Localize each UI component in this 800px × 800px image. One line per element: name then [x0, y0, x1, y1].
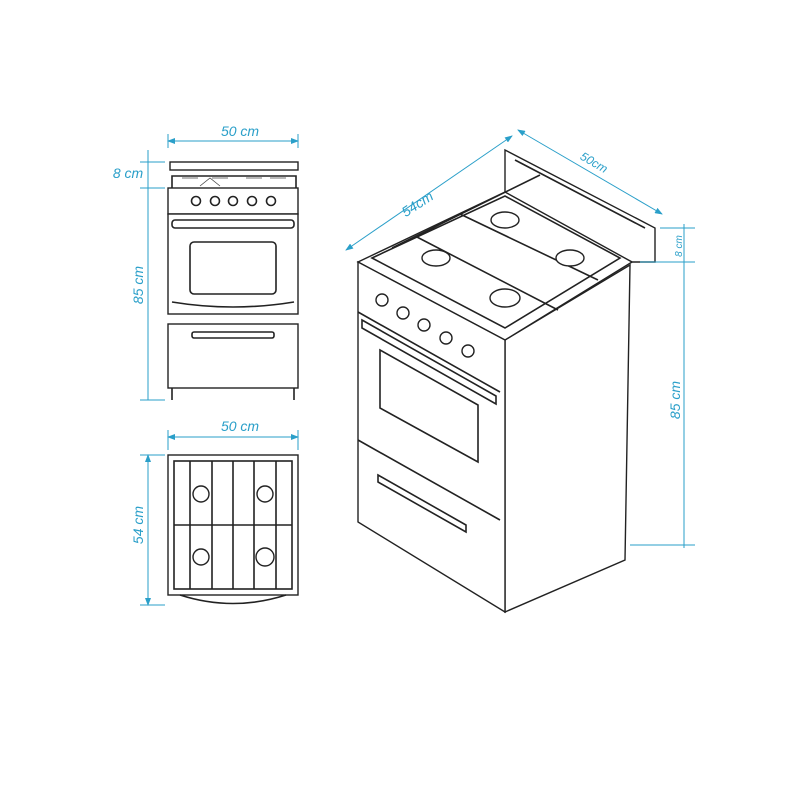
knob-icon — [227, 195, 239, 207]
knob-icon — [209, 195, 221, 207]
knob-icon — [461, 344, 475, 358]
control-panel — [167, 187, 299, 215]
iso-width-label: 50cm — [578, 149, 610, 176]
iso-height-label: 85 cm — [667, 381, 683, 419]
burner-icon — [421, 249, 451, 267]
burner-icon — [255, 547, 275, 567]
top-view: 50 cm 54 cm — [130, 418, 299, 606]
knob-icon — [246, 195, 258, 207]
burner-icon — [192, 485, 210, 503]
top-width-label: 50 cm — [221, 418, 259, 434]
isometric-view: 54cm 50cm 8 cm 85 cm — [345, 129, 695, 614]
knob-icon — [439, 331, 453, 345]
oven-door — [167, 213, 299, 315]
oven-window — [189, 241, 277, 295]
front-height-label: 85 cm — [130, 266, 146, 304]
burner-icon — [192, 548, 210, 566]
knob-icon — [396, 306, 410, 320]
backsplash — [169, 161, 299, 171]
iso-backsplash-label: 8 cm — [674, 235, 685, 257]
front-width-label: 50 cm — [221, 123, 259, 139]
iso-oven-window — [379, 348, 479, 464]
front-view: 50 cm 8 cm 85 cm — [113, 123, 299, 401]
knob-icon — [265, 195, 277, 207]
top-depth-label: 54 cm — [130, 506, 146, 544]
iso-grates — [370, 174, 622, 329]
knobs — [190, 195, 277, 207]
burner-icon — [555, 249, 585, 267]
legs — [171, 388, 295, 400]
iso-oven-handle — [361, 318, 497, 406]
burner-icon — [490, 211, 520, 229]
knob-row — [179, 594, 287, 605]
burner-icon — [489, 288, 521, 308]
knob-icon — [417, 318, 431, 332]
drawer-handle — [191, 331, 275, 339]
knob-icon — [375, 293, 389, 307]
burners — [192, 485, 275, 567]
drawer — [167, 323, 299, 389]
knob-icon — [190, 195, 202, 207]
iso-knobs — [375, 293, 475, 358]
burner-icon — [256, 485, 274, 503]
oven-handle — [171, 219, 295, 229]
iso-drawer-handle — [377, 473, 467, 534]
grates — [171, 175, 297, 188]
front-backsplash-label: 8 cm — [113, 165, 144, 181]
